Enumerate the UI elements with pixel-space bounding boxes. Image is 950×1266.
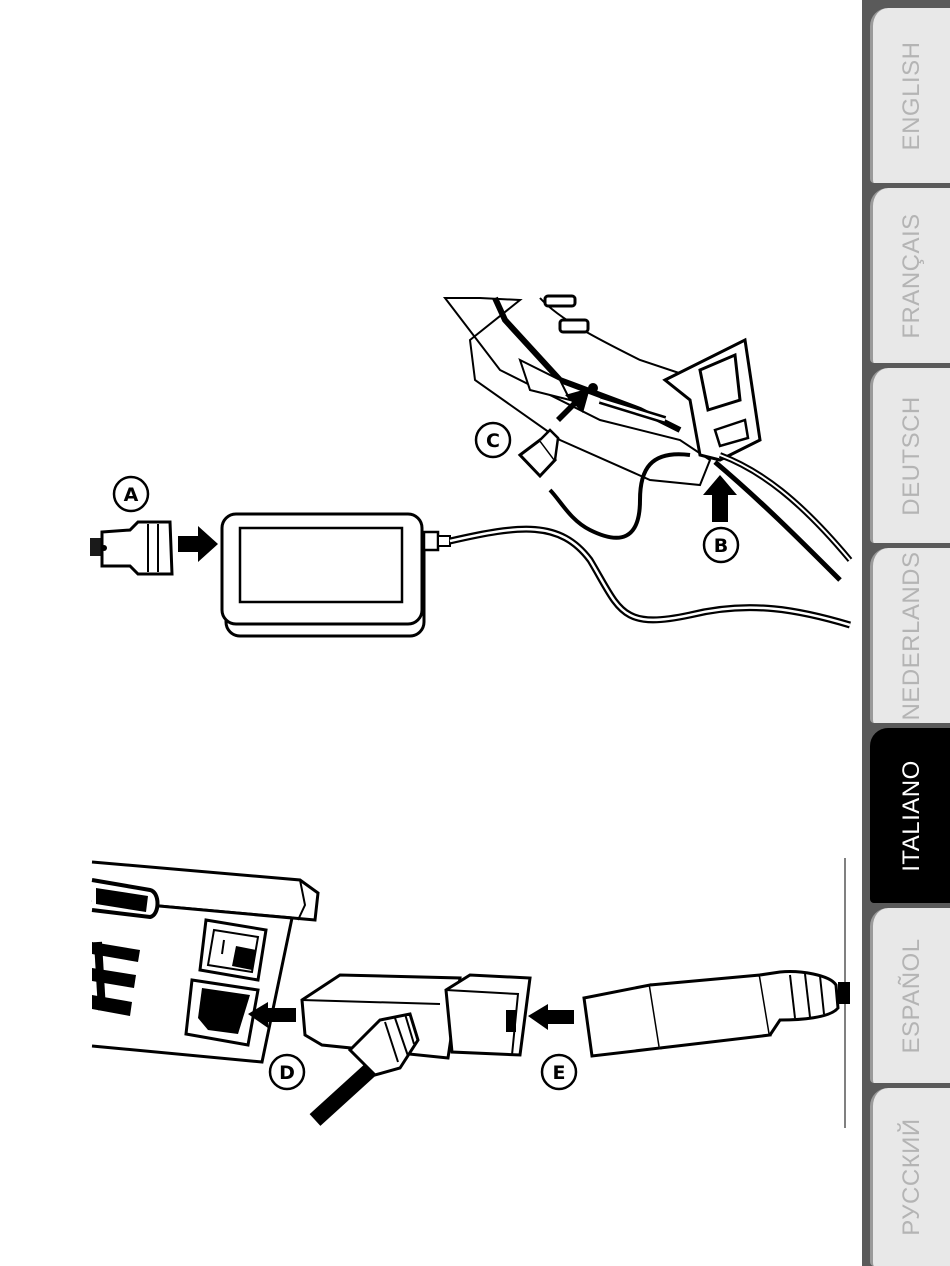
power-plug-a (90, 522, 172, 574)
tab-russian[interactable]: РУССКИЙ (870, 1088, 950, 1266)
tab-nederlands-label: NEDERLANDS (898, 551, 926, 720)
connection-illustration: A B C (0, 0, 862, 1266)
callout-d-label: D (279, 1062, 295, 1084)
power-adapter (222, 514, 450, 636)
tab-deutsch[interactable]: DEUTSCH (870, 368, 950, 543)
y-adapter (302, 975, 530, 1075)
tab-english-label: ENGLISH (898, 41, 926, 150)
tab-espanol-label: ESPAÑOL (898, 938, 926, 1053)
arrow-b (703, 475, 737, 522)
dc-plug-c (520, 430, 558, 476)
arrow-a (178, 526, 218, 562)
callout-c-label: C (486, 430, 500, 452)
callout-e: E (542, 1055, 576, 1089)
tab-nederlands[interactable]: NEDERLANDS (870, 548, 950, 723)
tab-francais-label: FRANÇAIS (898, 213, 926, 338)
callout-d: D (270, 1055, 304, 1089)
arrow-e (528, 1004, 574, 1030)
callout-a-label: A (124, 484, 139, 506)
callout-b-label: B (714, 535, 728, 557)
tab-italiano-label: ITALIANO (898, 760, 926, 872)
psu-unit (92, 862, 318, 1062)
tab-espanol[interactable]: ESPAÑOL (870, 908, 950, 1083)
callout-e-label: E (553, 1062, 566, 1084)
callout-b: B (704, 528, 738, 562)
tab-english[interactable]: ENGLISH (870, 8, 950, 183)
main-power-plug (584, 972, 850, 1056)
tab-francais[interactable]: FRANÇAIS (870, 188, 950, 363)
tab-deutsch-label: DEUTSCH (898, 396, 926, 516)
tab-russian-label: РУССКИЙ (898, 1118, 926, 1235)
tab-italiano[interactable]: ITALIANO (870, 728, 950, 903)
callout-a: A (114, 477, 148, 511)
callout-c: C (476, 423, 510, 457)
